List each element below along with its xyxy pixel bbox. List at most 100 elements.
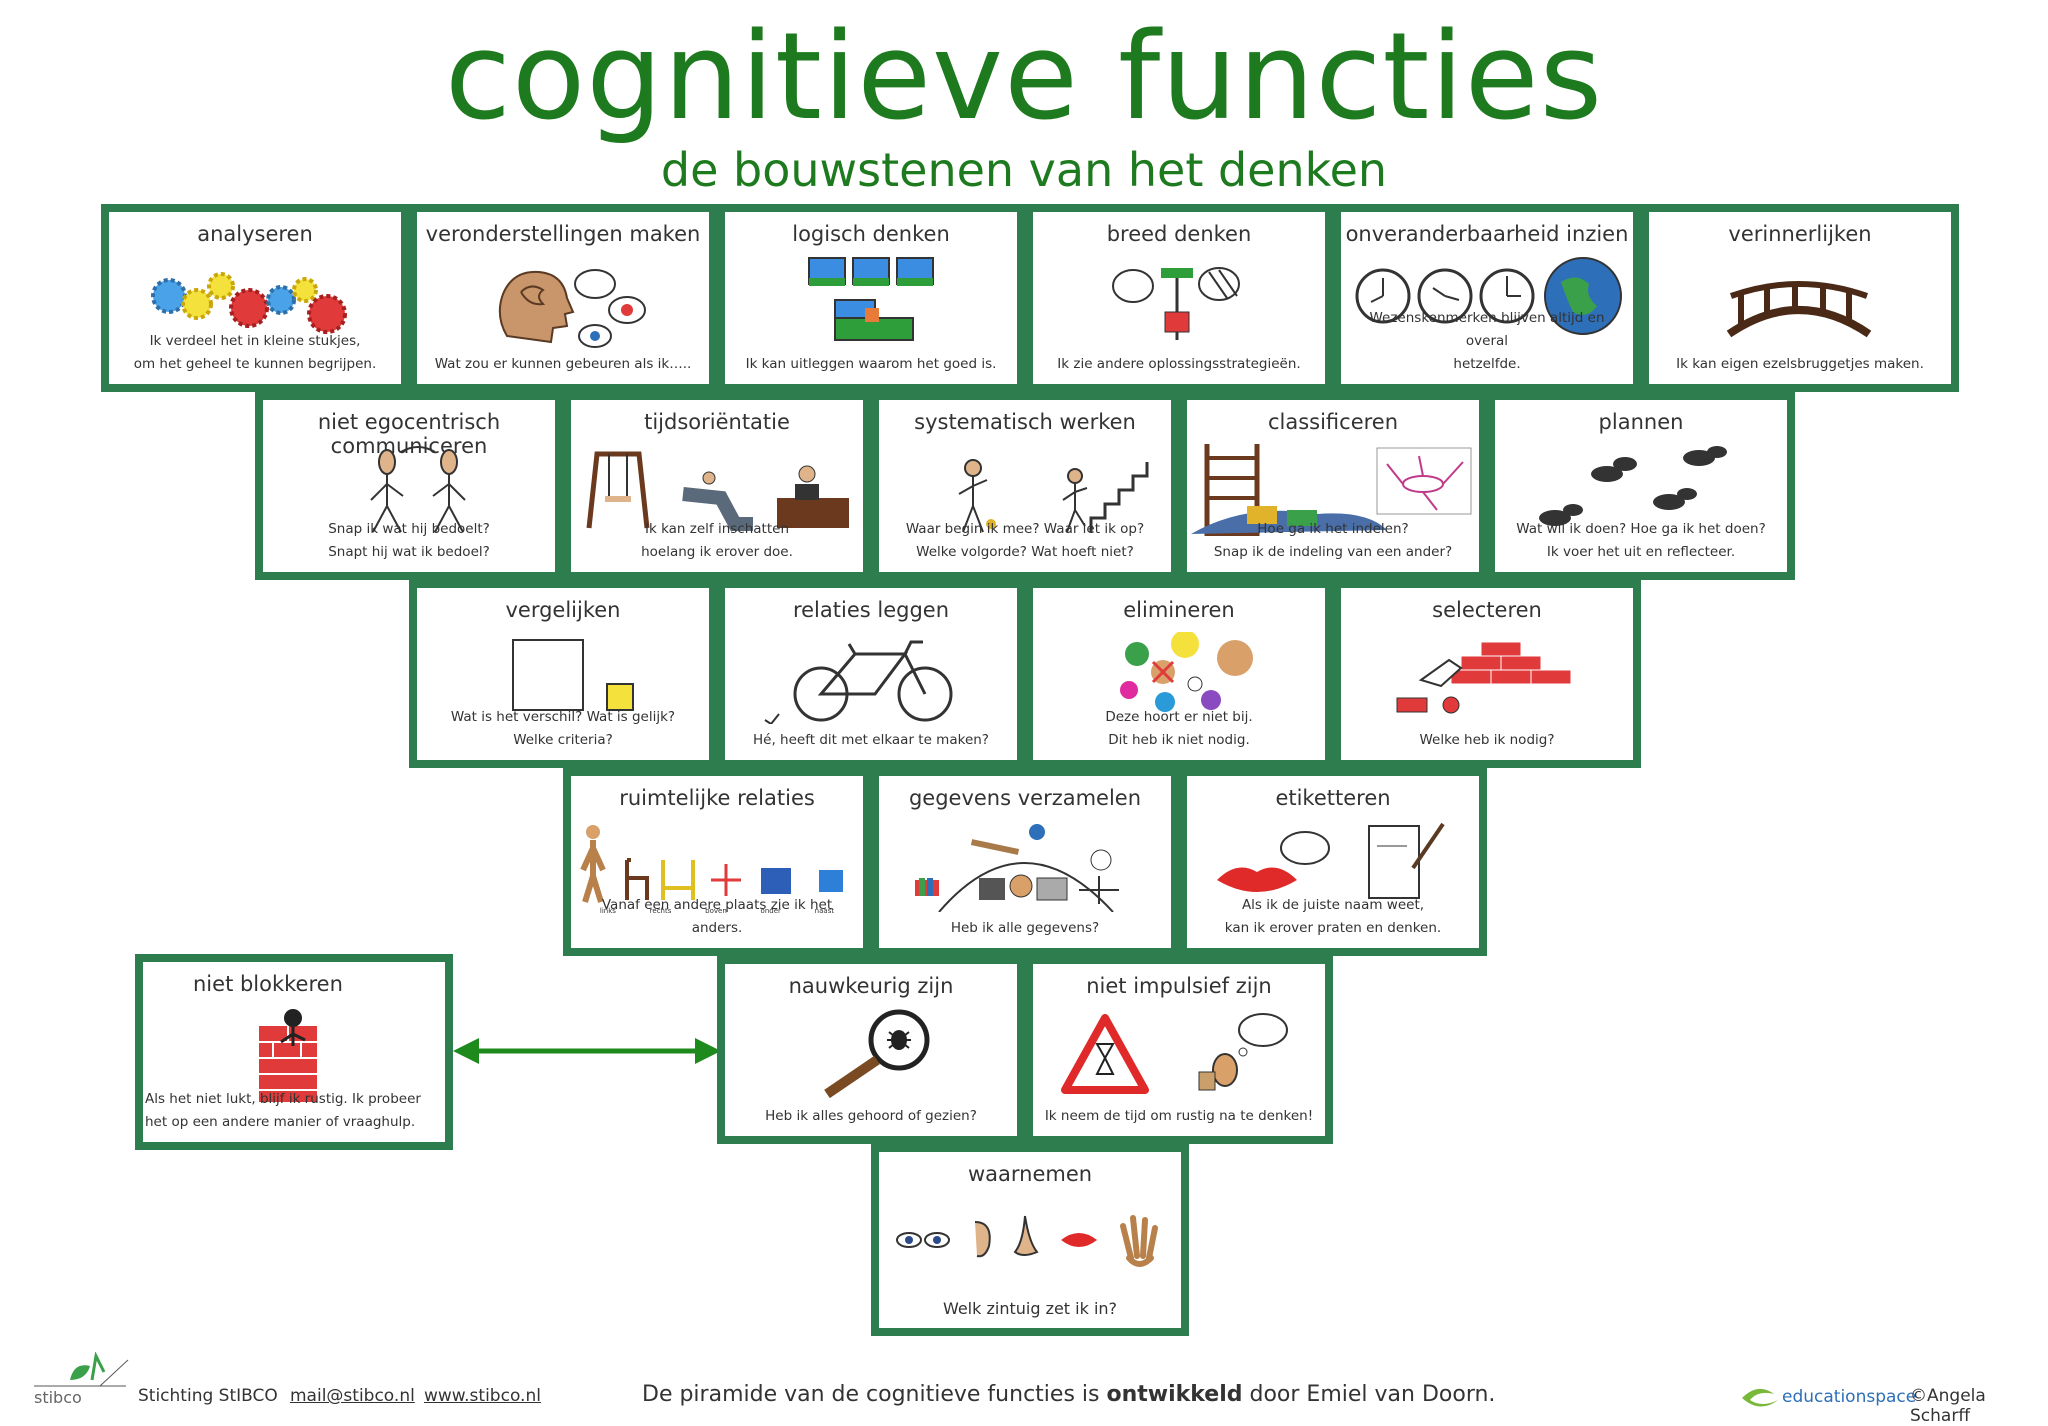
card-text-1: Wat is het verschil? Wat is gelijk?	[450, 709, 676, 725]
card-text-1: Waar begin ik mee? Waar let ik op?	[905, 521, 1145, 537]
card-text-2: Welke volgorde? Wat hoeft niet?	[916, 544, 1134, 560]
card-tijdsorientatie: tijdsoriëntatie Ik kan zelf inschatten ho…	[563, 392, 871, 580]
card-title: analyseren	[197, 222, 313, 246]
card-vergelijken: vergelijken Wat is het verschil? Wat is …	[409, 580, 717, 768]
shapes-compare-icon	[417, 632, 709, 724]
card-text-2: Ik kan uitleggen waarom het goed is.	[745, 356, 997, 372]
card-text-1: Als ik de juiste naam weet,	[1241, 897, 1425, 913]
card-title: vergelijken	[505, 598, 621, 622]
card-text-2: Heb ik alles gehoord of gezien?	[765, 1108, 977, 1124]
card-nauwkeurig: nauwkeurig zijn Heb ik alles gehoord of …	[717, 956, 1025, 1144]
card-text-2: Welke heb ik nodig?	[1419, 732, 1555, 748]
card-onveranderbaarheid: onveranderbaarheid inzien Wezenskenmerke…	[1333, 204, 1641, 392]
lips-paper-icon	[1187, 820, 1479, 912]
double-arrow-icon	[453, 1034, 721, 1068]
card-etiketteren: etiketteren Als ik de juiste naam weet, k…	[1179, 768, 1487, 956]
clocks-globe-icon	[1341, 256, 1633, 348]
sequence-icon	[725, 256, 1017, 348]
brand-text: educationspace	[1782, 1387, 1917, 1407]
card-title: relaties leggen	[792, 598, 950, 622]
card-relaties: relaties leggen Hé, heeft dit met elkaar…	[717, 580, 1025, 768]
card-classificeren: classificeren Hoe ga ik het indelen? Snap…	[1179, 392, 1487, 580]
card-text-2: Ik voer het uit en reflecteer.	[1546, 544, 1736, 560]
card-text-2: Snap ik de indeling van een ander?	[1213, 544, 1453, 560]
card-impulsief: niet impulsief zijn Ik neem de tijd om r…	[1025, 956, 1333, 1144]
card-title: classificeren	[1267, 410, 1399, 434]
thinking-head-icon	[417, 256, 709, 348]
card-text-2: Dit heb ik niet nodig.	[1108, 732, 1250, 748]
card-ruimtelijke: ruimtelijke relaties links rechts boven …	[563, 768, 871, 956]
card-breed: breed denken Ik zie andere oplossingsstr…	[1025, 204, 1333, 392]
card-title: etiketteren	[1275, 786, 1391, 810]
org-name: Stichting StIBCO	[138, 1386, 278, 1406]
card-title: verinnerlijken	[1728, 222, 1872, 246]
card-title: niet blokkeren	[193, 972, 343, 996]
gears-icon	[109, 256, 401, 348]
card-veronderstellingen: veronderstellingen maken Wat zou er kunn…	[409, 204, 717, 392]
spatial-label: links	[599, 907, 616, 915]
credit-text: De piramide van de cognitieve functies i…	[642, 1382, 1495, 1407]
card-text-1: Ik kan zelf inschatten	[644, 521, 790, 537]
card-blokkeren: niet blokkeren Als het niet lukt, blijf …	[135, 954, 453, 1150]
card-elimineren: elimineren Deze hoort er niet bij. Dit he…	[1025, 580, 1333, 768]
senses-icon	[879, 1196, 1181, 1288]
card-title: breed denken	[1106, 222, 1252, 246]
card-title: waarnemen	[967, 1162, 1093, 1186]
card-text-1: Wezenskenmerken blijven altijd en overal	[1369, 310, 1605, 349]
card-selecteren: selecteren Welke heb ik nodig?	[1333, 580, 1641, 768]
card-title: systematisch werken	[914, 410, 1136, 434]
page-title: cognitieve functies	[444, 8, 1604, 147]
page-subtitle: de bouwstenen van het denken	[660, 143, 1388, 197]
card-text-2: hoelang ik erover doe.	[641, 544, 793, 560]
credit-post: door Emiel van Doorn.	[1242, 1382, 1496, 1407]
card-text-2: Vanaf een andere plaats zie ik het ander…	[601, 897, 833, 936]
card-text-2: Ik zie andere oplossingsstrategieën.	[1057, 356, 1301, 372]
logo-text: stibco	[34, 1388, 82, 1407]
card-egocentrisch: niet egocentrisch communiceren Snap ik w…	[255, 392, 563, 580]
card-text-2: Heb ik alle gegevens?	[950, 920, 1100, 936]
card-text-2: kan ik erover praten en denken.	[1224, 920, 1442, 936]
problem-solving-icon	[1033, 256, 1325, 348]
card-plannen: plannen Wat wil ik doen? Hoe ga ik het d…	[1487, 392, 1795, 580]
email-link[interactable]: mail@stibco.nl	[290, 1386, 415, 1406]
card-title: niet egocentrisch communiceren	[317, 410, 501, 458]
card-systematisch: systematisch werken Waar begin ik mee? W…	[871, 392, 1179, 580]
colored-dots-icon	[1033, 632, 1325, 724]
two-people-icon	[263, 444, 555, 536]
card-title: veronderstellingen maken	[425, 222, 701, 246]
card-text-1: Snap ik wat hij bedoelt?	[328, 521, 490, 537]
card-gegevens: gegevens verzamelen Heb ik alle gegevens…	[871, 768, 1179, 956]
magnifier-icon	[725, 1008, 1017, 1100]
bicycle-icon	[725, 632, 1017, 724]
card-text-2: Ik neem de tijd om rustig na te denken!	[1044, 1108, 1314, 1124]
card-text-1: Hoe ga ik het indelen?	[1257, 521, 1409, 537]
spatial-icon	[571, 820, 863, 912]
sorting-icon	[1187, 444, 1479, 536]
warning-sign-icon	[1033, 1008, 1325, 1100]
copyright: ©Angela Scharff	[1910, 1386, 1986, 1426]
card-title: gegevens verzamelen	[908, 786, 1142, 810]
card-text-2: Wat zou er kunnen gebeuren als ik…..	[434, 356, 692, 372]
card-text-2: het op een andere manier of vraaghulp.	[145, 1114, 416, 1130]
brick-wall-icon	[143, 1006, 445, 1102]
card-text-2: Ik kan eigen ezelsbruggetjes maken.	[1676, 356, 1924, 372]
card-title: tijdsoriëntatie	[644, 410, 790, 434]
card-title: logisch denken	[792, 222, 950, 246]
card-title: elimineren	[1123, 598, 1235, 622]
card-title: onveranderbaarheid inzien	[1345, 222, 1629, 246]
footprints-icon	[1495, 444, 1787, 536]
card-text-1: Deze hoort er niet bij.	[1105, 709, 1253, 725]
stairs-icon	[879, 444, 1171, 536]
website-link[interactable]: www.stibco.nl	[424, 1386, 541, 1406]
card-text-2: Welke criteria?	[513, 732, 613, 748]
data-collection-icon	[879, 820, 1171, 912]
spatial-label: rechts	[649, 907, 672, 915]
card-waarnemen: waarnemen Welk zintuig zet ik in?	[871, 1144, 1189, 1336]
educationspace-logo: educationspace	[1738, 1384, 1916, 1410]
spatial-label: onder	[760, 907, 781, 915]
card-title: niet impulsief zijn	[1086, 974, 1272, 998]
card-text-1: Ik verdeel het in kleine stukjes,	[149, 333, 361, 349]
card-text-2: Snapt hij wat ik bedoel?	[328, 544, 490, 560]
bricks-hand-icon	[1341, 632, 1633, 724]
spatial-label: boven	[705, 907, 727, 915]
